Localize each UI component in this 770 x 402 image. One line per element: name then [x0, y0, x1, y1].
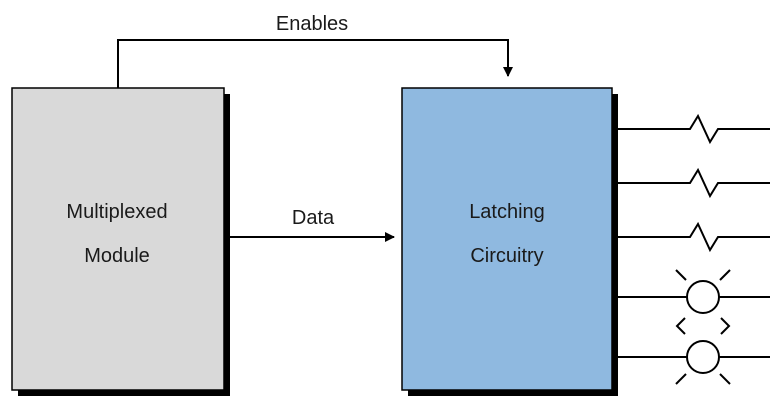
multiplexed-module-block: Multiplexed Module	[11, 87, 230, 396]
multiplexed-module-label-line2: Module	[84, 245, 150, 267]
output-lamp-1	[618, 269, 770, 314]
output-lamp-2	[618, 340, 770, 385]
lamp-1-bulb	[686, 280, 720, 314]
output-resistor-1	[618, 113, 770, 145]
lamp-2-bulb	[686, 340, 720, 374]
lamp-1-ray-nw	[675, 269, 687, 281]
lamp-shared-rays	[675, 317, 731, 335]
enables-label: Enables	[276, 13, 348, 35]
data-label: Data	[292, 207, 335, 229]
latching-circuitry-box	[401, 87, 613, 391]
lamp-2-ray-sw	[675, 373, 687, 385]
latching-circuitry-block: Latching Circuitry	[401, 87, 618, 396]
output-resistor-2	[618, 167, 770, 199]
lamp-2-ray-se	[719, 373, 731, 385]
lamp-1-ray-ne	[719, 269, 731, 281]
output-resistor-3	[618, 221, 770, 253]
multiplexed-module-label-line1: Multiplexed	[66, 201, 167, 223]
latching-circuitry-label-line2: Circuitry	[470, 245, 543, 267]
enables-connector	[117, 39, 513, 88]
multiplexed-module-box	[11, 87, 225, 391]
latching-circuitry-label-line1: Latching	[469, 201, 545, 223]
